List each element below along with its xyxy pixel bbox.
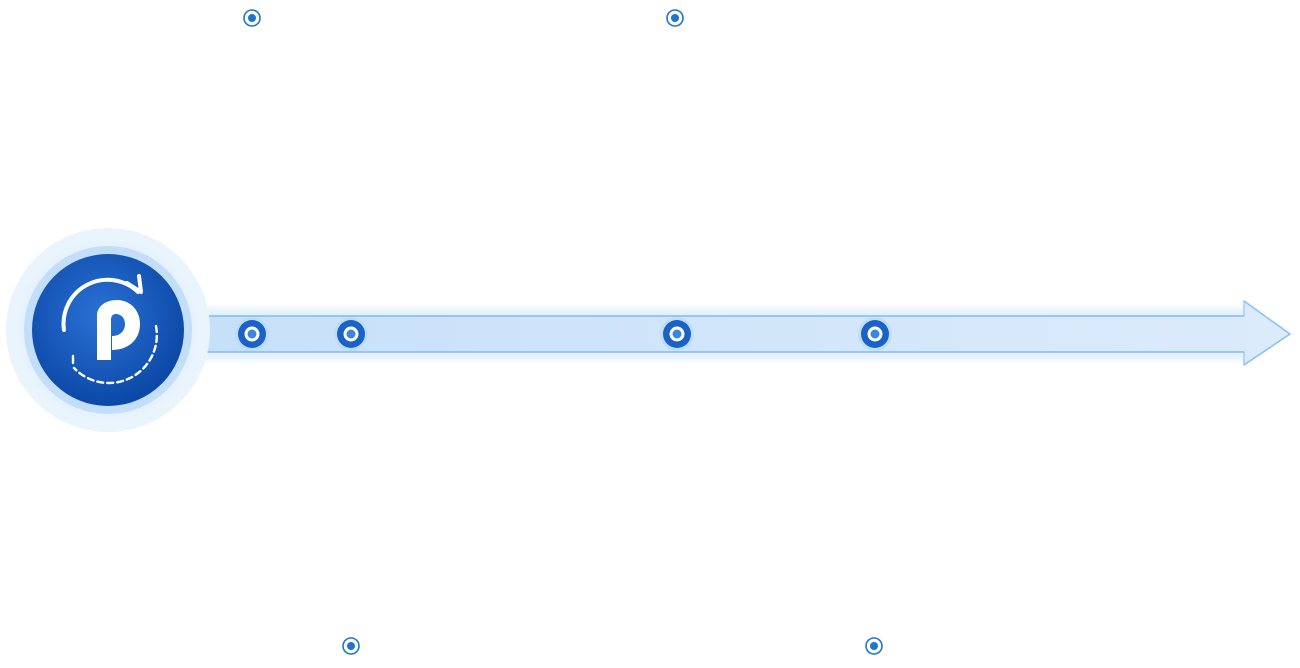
start-badge	[6, 228, 210, 432]
connector-1	[243, 9, 261, 318]
milestone-node-4[interactable]	[858, 317, 892, 351]
refresh-logo-icon	[61, 274, 159, 385]
connector-3	[666, 9, 684, 318]
connector-4	[865, 350, 883, 655]
arrow-head-icon	[1243, 300, 1292, 366]
milestone-node-1[interactable]	[235, 317, 269, 351]
milestone-node-3[interactable]	[660, 317, 694, 351]
milestone-node-2[interactable]	[334, 317, 368, 351]
connector-2	[342, 350, 360, 655]
letter-p-mark	[97, 300, 140, 360]
